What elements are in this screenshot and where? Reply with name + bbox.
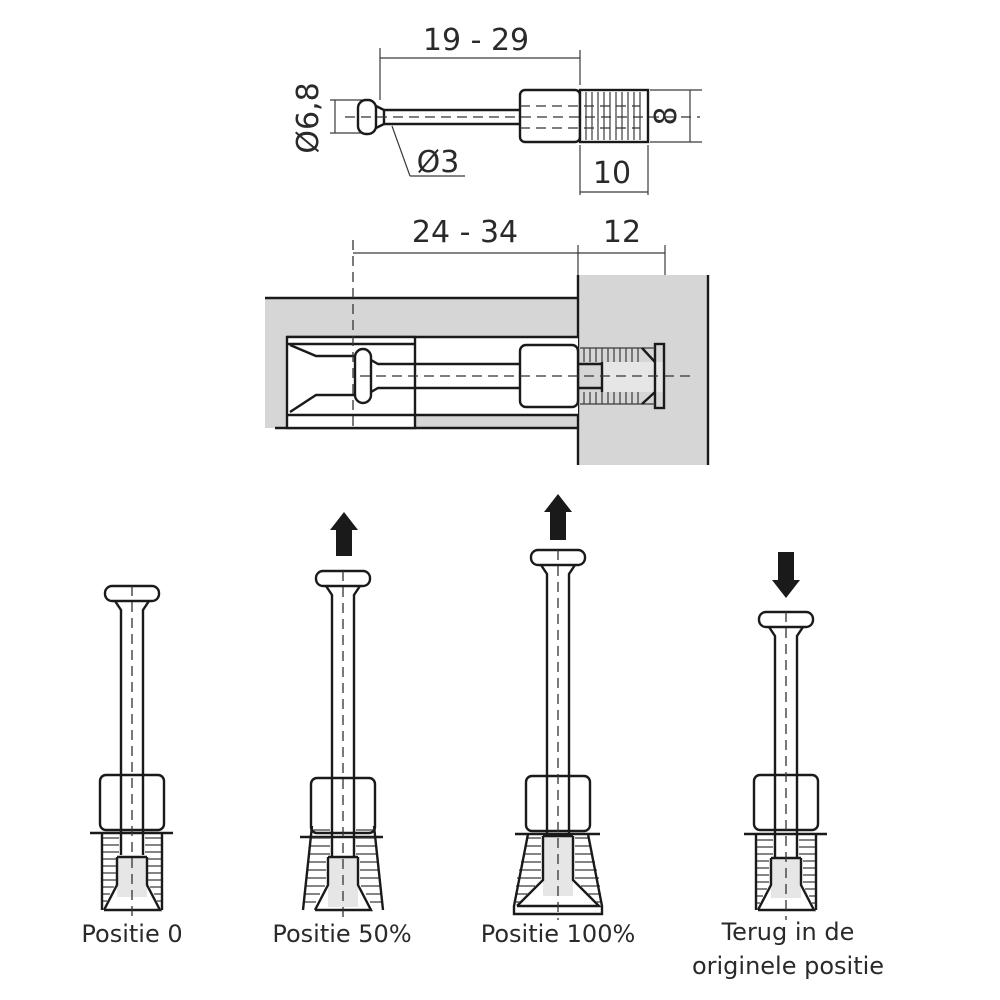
shaft-diameter-label: Ø3 xyxy=(417,145,460,180)
arrow-down-icon xyxy=(772,552,800,598)
length-dimension-19-29: 19 - 29 xyxy=(423,23,529,58)
position-50-figure: Positie 50% xyxy=(272,512,412,948)
assembly-section-view: 24 - 34 12 xyxy=(265,215,710,465)
thread-length-label: 10 xyxy=(593,156,631,191)
arrow-up-icon xyxy=(330,512,358,556)
position-0-figure: Positie 0 xyxy=(81,584,183,948)
head-diameter-label: Ø6,8 xyxy=(291,82,326,153)
position-50-label: Positie 50% xyxy=(272,920,411,948)
original-position-label-line1: Terug in de xyxy=(721,918,855,946)
original-position-figure: Terug in de originele positie xyxy=(692,552,884,980)
assembly-length-dimension: 24 - 34 xyxy=(412,215,518,250)
bolt-top-view: 19 - 29 Ø6,8 8 Ø3 xyxy=(291,23,702,195)
position-100-label: Positie 100% xyxy=(481,920,636,948)
position-0-label: Positie 0 xyxy=(81,920,182,948)
original-position-label-line2: originele positie xyxy=(692,952,884,980)
position-100-figure: Positie 100% xyxy=(481,494,636,948)
arrow-up-icon xyxy=(544,494,572,540)
assembly-depth-dimension: 12 xyxy=(603,215,641,250)
sleeve-diameter-label: 8 xyxy=(649,106,684,125)
